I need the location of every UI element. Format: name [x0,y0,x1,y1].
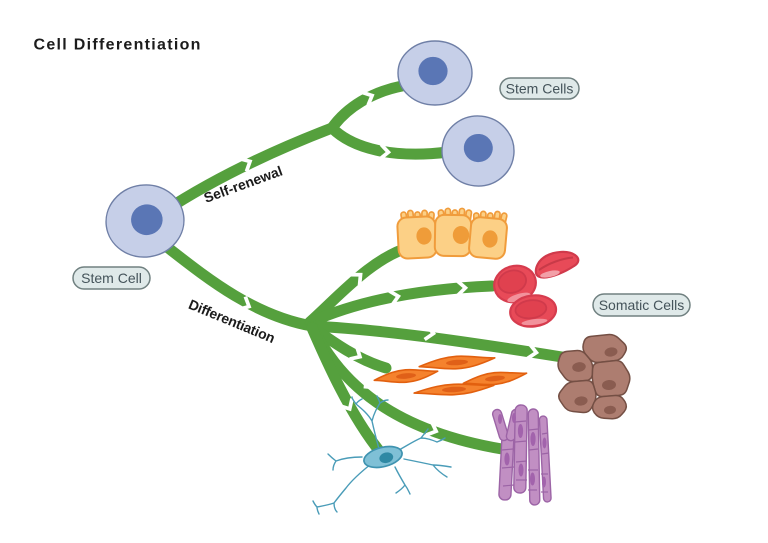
svg-text:Somatic Cells: Somatic Cells [599,297,685,313]
svg-text:Cell Differentiation: Cell Differentiation [34,37,202,54]
svg-text:Stem Cell: Stem Cell [81,270,142,286]
svg-text:Stem Cells: Stem Cells [506,80,574,96]
